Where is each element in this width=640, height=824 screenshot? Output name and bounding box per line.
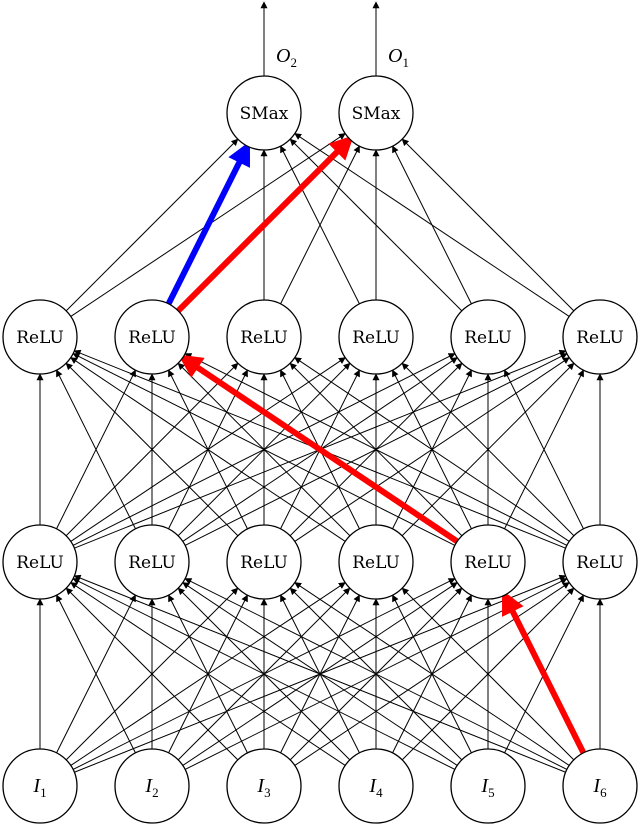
input-node-label-1: I2 [144,775,158,800]
hidden1-node-label-4: ReLU [464,553,512,573]
hidden1-node-circle-0 [2,524,78,600]
edge-hidden1-1-to-hidden2-0 [56,369,136,530]
input-node-1: I2 [114,748,190,824]
output-node-circle-0 [226,75,302,151]
edge-hidden2-5-to-output-1 [401,138,575,312]
input-node-4: I5 [450,748,526,824]
highlight-edge-0-2 [173,135,354,316]
output-node-1: SMax [338,75,414,151]
input-node-2: I3 [226,748,302,824]
hidden2-node-label-0: ReLU [16,328,64,348]
hidden1-node-5: ReLU [562,524,638,600]
hidden2-node-4: ReLU [450,299,526,375]
hidden1-node-label-5: ReLU [576,553,624,573]
hidden1-node-2: ReLU [226,524,302,600]
edge-input-5-to-hidden1-2 [294,582,570,766]
hidden1-node-1: ReLU [114,524,190,600]
hidden1-node-label-3: ReLU [352,553,400,573]
hidden1-node-circle-5 [562,524,638,600]
input-node-circle-4 [450,748,526,824]
hidden1-node-circle-2 [226,524,302,600]
edge-hidden1-5-to-hidden2-4 [504,369,584,530]
edge-input-5-to-hidden1-0 [73,574,566,773]
edge-input-5-to-hidden1-3 [401,587,575,761]
hidden2-node-3: ReLU [338,299,414,375]
hidden2-node-label-1: ReLU [128,328,176,348]
hidden2-node-circle-1 [114,299,190,375]
hidden1-node-circle-1 [114,524,190,600]
edge-hidden2-0-to-output-0 [65,138,239,312]
edge-input-1-to-hidden1-0 [56,594,136,754]
output-node-0: SMax [226,75,302,151]
input-node-label-4: I5 [480,775,494,800]
highlight-edge-0-0 [502,590,588,757]
highlighted-paths [164,135,588,757]
hidden1-node-label-2: ReLU [240,553,288,573]
highlight-edge-1-0 [164,141,250,308]
hidden2-node-circle-4 [450,299,526,375]
hidden1-node-label-1: ReLU [128,553,176,573]
input-node-circle-3 [338,748,414,824]
hidden2-node-2: ReLU [226,299,302,375]
edge-input-4-to-hidden1-0 [72,578,456,770]
input-node-circle-0 [2,748,78,824]
input-node-circle-1 [114,748,190,824]
hidden2-node-circle-0 [2,299,78,375]
output-node-label-0: SMax [240,104,289,124]
hidden2-node-0: ReLU [2,299,78,375]
input-node-3: I4 [338,748,414,824]
input-node-label-5: I6 [592,775,607,800]
output-node-circle-1 [338,75,414,151]
edge-hidden1-2-to-hidden2-0 [65,362,239,537]
hidden1-node-circle-4 [450,524,526,600]
output-label-0: O2 [276,45,297,70]
hidden2-node-1: ReLU [114,299,190,375]
input-node-label-0: I1 [32,775,46,800]
input-node-label-2: I3 [256,775,270,800]
edge-input-2-to-hidden1-0 [65,587,239,761]
hidden2-node-label-3: ReLU [352,328,400,348]
input-node-5: I6 [562,748,638,824]
hidden1-node-label-0: ReLU [16,553,64,573]
hidden2-node-label-5: ReLU [576,328,624,348]
output-label-1: O1 [388,45,409,70]
network-nodes: I1 I2 I3 I4 I5 I6 ReLU ReLU ReLU ReLU ReLU ReLU ReLU… [2,75,638,824]
hidden2-node-5: ReLU [562,299,638,375]
edge-hidden1-5-to-hidden2-3 [401,362,575,537]
edge-input-3-to-hidden1-0 [70,582,346,766]
hidden2-node-circle-3 [338,299,414,375]
edge-hidden1-5-to-hidden2-2 [294,357,570,542]
input-node-0: I1 [2,748,78,824]
hidden2-node-label-4: ReLU [464,328,512,348]
edge-hidden1-5-to-hidden2-1 [184,353,568,546]
highlight-edge-0-1 [178,354,462,546]
edge-hidden1-3-to-hidden2-0 [70,357,346,542]
input-node-circle-2 [226,748,302,824]
hidden2-node-label-2: ReLU [240,328,288,348]
hidden2-node-circle-5 [562,299,638,375]
edge-hidden2-5-to-output-0 [294,133,570,317]
input-node-circle-5 [562,748,638,824]
hidden2-node-circle-2 [226,299,302,375]
hidden1-node-0: ReLU [2,524,78,600]
hidden1-node-circle-3 [338,524,414,600]
edge-hidden1-4-to-hidden2-0 [72,353,456,546]
output-arrows: O2 O1 [260,1,409,76]
output-node-label-1: SMax [352,104,401,124]
hidden1-node-4: ReLU [450,524,526,600]
edge-hidden2-3-to-output-0 [280,145,360,305]
edge-input-5-to-hidden1-1 [184,578,568,770]
hidden1-node-3: ReLU [338,524,414,600]
input-node-label-3: I4 [368,775,383,800]
